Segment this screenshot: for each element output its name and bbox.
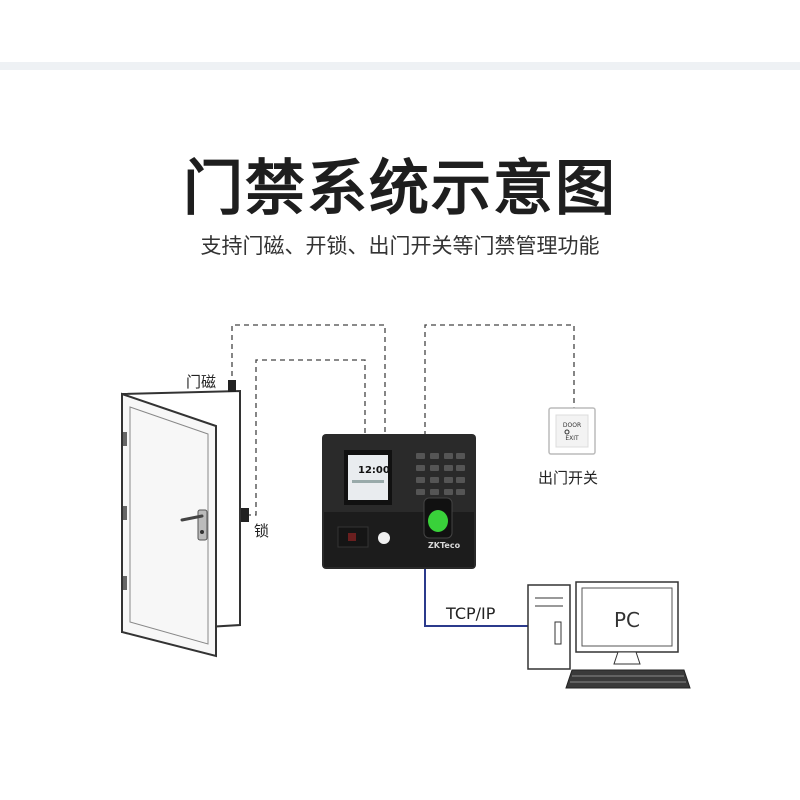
access-terminal: 12:00 ZKTeco — [322, 434, 476, 569]
lock-block — [241, 508, 249, 522]
fingerprint-glow — [428, 510, 448, 532]
wiring — [231, 324, 575, 516]
exit-button-wire — [424, 324, 575, 436]
hinge-middle — [123, 506, 127, 520]
hinge-bottom — [123, 576, 127, 590]
door-handle-lever — [180, 514, 204, 522]
tower-button — [554, 621, 562, 645]
tcpip-label: TCP/IP — [445, 604, 496, 623]
exit-button-exit-text: EXIT — [565, 435, 579, 442]
top-divider — [0, 62, 800, 70]
page-subtitle: 支持门磁、开锁、出门开关等门禁管理功能 — [200, 234, 600, 258]
lock-wire — [246, 359, 366, 516]
key-icon — [564, 429, 570, 435]
keyboard — [565, 669, 691, 689]
exit-button-face — [555, 414, 589, 448]
door-sensor-block — [228, 380, 236, 392]
door-panel — [129, 406, 209, 645]
door-handle-plate — [197, 509, 208, 541]
pc-label: PC — [614, 608, 640, 632]
terminal-brand: ZKTeco — [428, 541, 461, 550]
exit-button: DOOR EXIT — [548, 407, 596, 455]
door-sensor-label: 门磁 — [186, 373, 216, 391]
terminal-screen-strip — [352, 480, 384, 483]
terminal-keypad — [416, 453, 465, 495]
page-title: 门禁系统示意图 — [183, 154, 617, 224]
monitor-stand — [613, 651, 641, 665]
tcpip-cable — [424, 569, 530, 627]
door — [121, 380, 249, 658]
door-sensor-wire — [231, 324, 386, 436]
terminal-camera — [378, 532, 390, 544]
keyboard-keys — [570, 675, 686, 683]
pc-tower — [527, 584, 571, 670]
terminal-indicator — [348, 533, 356, 541]
door-leaf — [121, 392, 217, 658]
computer: PC — [527, 581, 691, 689]
exit-button-label: 出门开关 — [538, 469, 598, 487]
lock-label: 锁 — [254, 522, 269, 540]
terminal-screen — [348, 455, 388, 500]
hinge-top — [123, 432, 127, 446]
monitor-screen — [581, 587, 673, 647]
door-keyhole — [200, 530, 204, 534]
terminal-screen-time: 12:00 — [358, 465, 390, 476]
exit-button-door-text: DOOR — [563, 422, 581, 429]
